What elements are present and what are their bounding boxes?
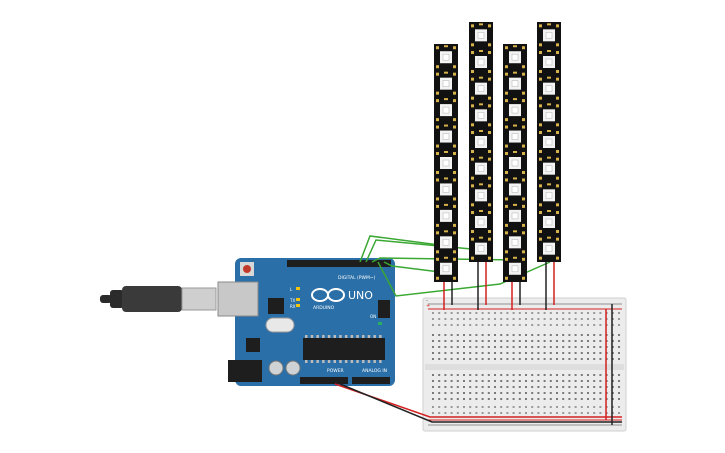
data-wire-1[interactable] xyxy=(359,235,448,263)
led-pixel xyxy=(539,183,559,207)
led-pixel xyxy=(505,71,525,95)
led-pixel xyxy=(505,45,525,69)
led-pixel xyxy=(436,45,456,69)
led-pixel xyxy=(539,130,559,153)
led-pixel xyxy=(539,236,559,260)
tx-label: TX xyxy=(289,298,295,303)
led-pixel xyxy=(471,130,491,153)
led-pixel xyxy=(436,98,456,122)
rail-minus-label: - xyxy=(426,298,428,304)
power-header[interactable] xyxy=(300,377,348,384)
led-strip-3[interactable] xyxy=(503,44,527,282)
led-pixel xyxy=(471,236,491,260)
power-wires[interactable] xyxy=(334,304,622,425)
center-channel xyxy=(425,364,624,370)
breadboard[interactable]: + - xyxy=(422,297,627,432)
analog-header[interactable] xyxy=(352,377,390,384)
led-pixel xyxy=(471,183,491,207)
led-pixel xyxy=(436,71,456,95)
led-pixel xyxy=(539,210,559,233)
led-pixel xyxy=(539,103,559,127)
led-pixel xyxy=(471,76,491,100)
led-pixel xyxy=(436,177,456,201)
led-pixel xyxy=(471,50,491,73)
digital-header[interactable] xyxy=(287,260,391,267)
led-pixel xyxy=(539,23,559,47)
led-pixel xyxy=(505,203,525,227)
digital-label: DIGITAL (PWM~) xyxy=(338,275,376,281)
data-wire-5[interactable] xyxy=(383,261,441,273)
led-pixel xyxy=(539,156,559,180)
power-label: POWER xyxy=(327,368,344,374)
wire-gnd-black[interactable] xyxy=(339,383,622,423)
led-pixel xyxy=(436,203,456,227)
on-label: ON xyxy=(370,314,376,319)
led-pixel xyxy=(505,177,525,201)
led-pixel xyxy=(505,151,525,174)
led-l-label: L xyxy=(290,287,293,292)
led-pixel xyxy=(505,98,525,122)
led-pixel xyxy=(436,124,456,148)
led-pixel xyxy=(505,256,525,280)
analog-label: ANALOG IN xyxy=(362,368,387,374)
led-strips xyxy=(434,22,561,282)
led-tx xyxy=(296,298,300,301)
board-model: UNO xyxy=(348,289,373,302)
led-strip-1[interactable] xyxy=(434,44,458,282)
led-pixel xyxy=(539,76,559,100)
arduino-logo xyxy=(311,288,345,302)
atmega-chip xyxy=(303,338,385,360)
led-on xyxy=(378,322,382,325)
reset-button[interactable] xyxy=(243,265,251,273)
led-strip-4[interactable] xyxy=(537,22,561,262)
led-pixel xyxy=(471,156,491,180)
led-pixel xyxy=(471,23,491,47)
led-pixel xyxy=(539,50,559,73)
rail-plus-label: + xyxy=(426,303,430,309)
board-brand: ARDUINO xyxy=(313,305,335,311)
rx-label: RX xyxy=(290,304,296,309)
strip-lead-wires[interactable] xyxy=(443,262,555,310)
led-pixel xyxy=(436,151,456,174)
led-pixel xyxy=(471,210,491,233)
led-strip-2[interactable] xyxy=(469,22,493,262)
led-rx xyxy=(296,304,300,307)
led-pixel xyxy=(436,256,456,280)
led-pixel xyxy=(471,103,491,127)
led-pixel xyxy=(436,230,456,254)
led-pixel xyxy=(505,124,525,148)
usb-cable[interactable] xyxy=(100,286,217,312)
led-pixel xyxy=(505,230,525,254)
arduino-uno-board[interactable]: UNO ARDUINO DIGITAL (PWM~) POWER ANALOG … xyxy=(217,258,395,386)
led-l xyxy=(296,287,300,290)
